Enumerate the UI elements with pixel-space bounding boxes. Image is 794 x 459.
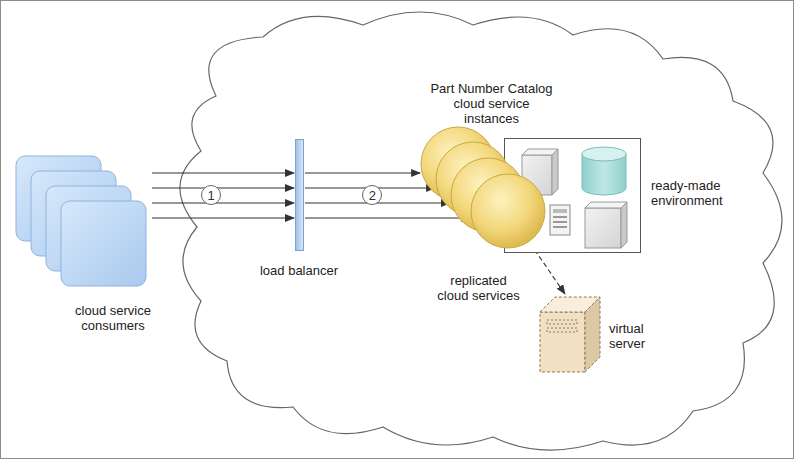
virtual-server: virtual server bbox=[539, 296, 601, 374]
cloud-outline bbox=[180, 12, 782, 450]
node-label: ready-made environment bbox=[651, 178, 746, 208]
database-top bbox=[582, 147, 626, 161]
document-icon bbox=[550, 205, 570, 235]
connector-arrow bbox=[305, 172, 420, 173]
cube-front bbox=[522, 155, 552, 195]
vs-slot bbox=[547, 328, 577, 332]
node-label: Part Number Catalog cloud service instan… bbox=[429, 81, 554, 126]
node-label: replicated cloud services bbox=[436, 273, 521, 303]
virtual-server-shape bbox=[539, 296, 601, 374]
node-label: load balancer bbox=[259, 263, 339, 278]
doc-line bbox=[553, 221, 567, 223]
consumer-stack bbox=[13, 153, 151, 293]
consumer-group: cloud service consumers bbox=[13, 153, 151, 293]
load-balancer-shape bbox=[296, 140, 304, 251]
vs-side bbox=[585, 297, 600, 372]
connector-arrow bbox=[152, 202, 294, 203]
consumer-square bbox=[61, 201, 146, 286]
cube-top bbox=[585, 202, 627, 208]
vs-front bbox=[540, 312, 585, 372]
service-instance-circle bbox=[471, 174, 545, 248]
vs-slot bbox=[547, 320, 577, 324]
server-cube bbox=[522, 149, 558, 195]
callout-number: 1 bbox=[201, 185, 221, 205]
connector-arrow bbox=[152, 217, 294, 218]
service-instances: Part Number Catalog cloud service instan… bbox=[381, 79, 601, 324]
connector-arrow bbox=[152, 172, 294, 173]
doc-line bbox=[553, 216, 567, 218]
connector-arrow bbox=[305, 217, 470, 218]
connector-arrow bbox=[152, 187, 294, 188]
cube-side bbox=[552, 149, 558, 195]
cube-side bbox=[621, 202, 627, 248]
storage-cube bbox=[585, 202, 627, 248]
node-label: virtual server bbox=[609, 321, 669, 351]
load-balancer-bar bbox=[295, 139, 304, 251]
doc-body bbox=[550, 205, 570, 235]
doc-line bbox=[553, 226, 567, 228]
doc-line bbox=[553, 209, 567, 213]
load-balancer: load balancer bbox=[295, 139, 304, 251]
cube-front bbox=[585, 208, 621, 248]
node-label: cloud service consumers bbox=[53, 303, 173, 333]
